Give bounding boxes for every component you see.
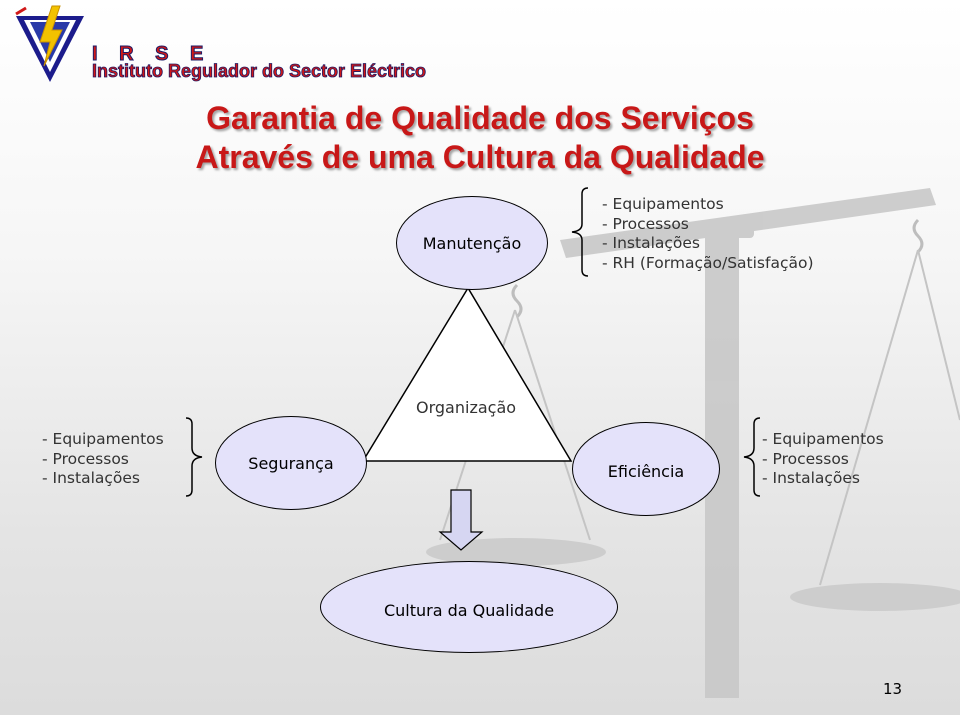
node-manutencao: Manutenção [396,196,548,290]
organizacao-label: Organização [416,398,517,417]
list-seguranca: - Equipamentos - Processos - Instalações [42,430,164,489]
list-item: - Equipamentos [762,430,884,448]
brace-eficiencia [743,417,761,497]
list-item: - Processos [42,449,129,468]
node-cultura-label: Cultura da Qualidade [383,600,555,620]
node-cultura-da-qualidade: Cultura da Qualidade [320,561,618,653]
list-item: - Processos [602,214,689,233]
node-manutencao-label: Manutenção [422,233,522,253]
brace-manutencao [571,187,589,277]
node-seguranca: Segurança [215,416,367,510]
slide-title-line-1: Garantia de Qualidade dos Serviços [206,100,754,136]
logo-acronym: I R S E [91,43,212,65]
list-item: - Instalações [762,469,860,487]
logo-name: Instituto Regulador do Sector Eléctrico [92,61,427,81]
list-item: - Instalações [602,234,700,252]
irse-logo-icon [15,5,84,82]
list-item: - Equipamentos [602,195,724,213]
down-arrow [438,489,484,551]
brace-seguranca [185,417,203,497]
slide-title-line-2: Através de uma Cultura da Qualidade [195,139,765,175]
list-eficiencia: - Equipamentos - Processos - Instalações [762,430,884,489]
node-eficiencia: Eficiência [572,422,720,516]
list-manutencao: - Equipamentos - Processos - Instalações… [602,195,814,273]
list-item: - RH (Formação/Satisfação) [602,253,814,272]
list-item: - Processos [762,449,849,468]
node-eficiencia-label: Eficiência [607,461,685,481]
node-seguranca-label: Segurança [248,453,334,473]
page-number: 13 [883,680,903,698]
list-item: - Instalações [42,469,140,487]
organizacao-triangle [361,286,573,462]
list-item: - Equipamentos [42,430,164,448]
